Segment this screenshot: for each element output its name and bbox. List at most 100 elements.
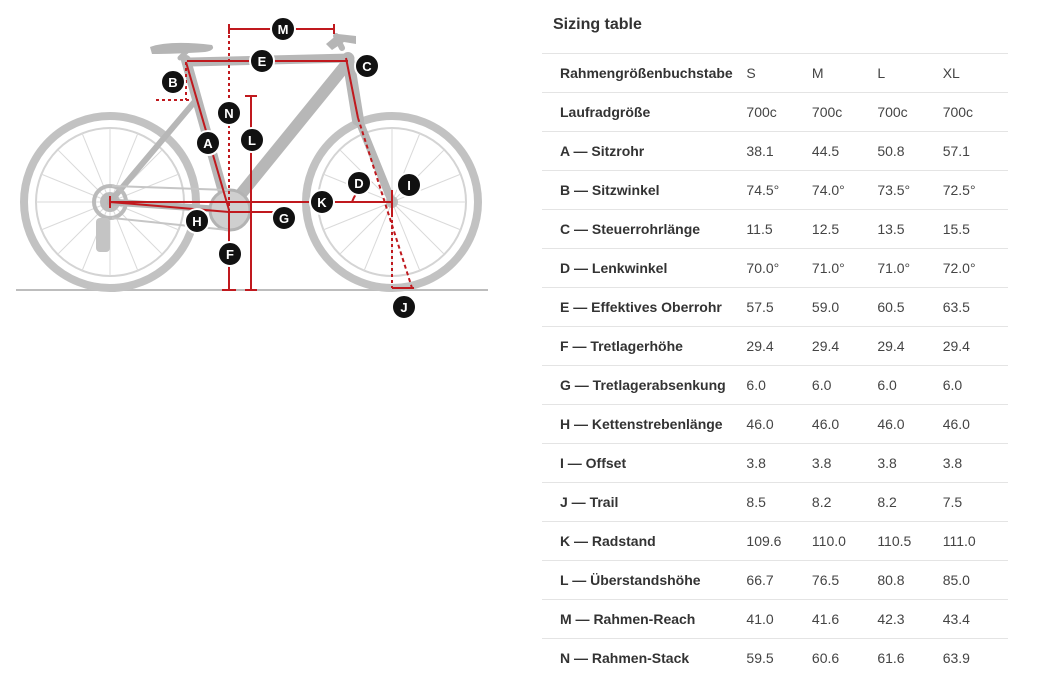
row-value-m: 6.0 bbox=[811, 365, 878, 405]
row-label: L — Überstandshöhe bbox=[542, 560, 747, 600]
table-row: C — Steuerrohrlänge 11.5 12.5 13.5 15.5 bbox=[542, 209, 1008, 249]
table-row: G — Tretlagerabsenkung 6.0 6.0 6.0 6.0 bbox=[542, 365, 1008, 405]
badge-a: A bbox=[195, 130, 221, 156]
bike-geometry-svg: M E C B N L A D bbox=[16, 16, 488, 320]
row-value-l: 110.5 bbox=[877, 521, 943, 561]
badge-b: B bbox=[160, 69, 186, 95]
table-row: Laufradgröße 700c 700c 700c 700c bbox=[542, 92, 1008, 132]
row-value-m: 46.0 bbox=[811, 404, 878, 444]
row-value-m: 29.4 bbox=[811, 326, 878, 366]
row-value-s: 66.7 bbox=[746, 560, 812, 600]
table-header-row: Rahmengrößenbuchstabe S M L XL bbox=[542, 53, 1008, 93]
badge-n: N bbox=[216, 100, 242, 126]
saddle bbox=[150, 42, 214, 54]
sizing-table: Rahmengrößenbuchstabe S M L XL Laufradgr… bbox=[542, 53, 1008, 677]
badge-n-label: N bbox=[224, 106, 233, 121]
row-value-m: 41.6 bbox=[811, 599, 878, 639]
row-value-m: 700c bbox=[811, 92, 878, 132]
row-value-l: 73.5° bbox=[877, 170, 943, 210]
row-value-m: 59.0 bbox=[811, 287, 878, 327]
row-value-s: 74.5° bbox=[746, 170, 812, 210]
row-label: F — Tretlagerhöhe bbox=[542, 326, 747, 366]
badge-h-label: H bbox=[192, 214, 201, 229]
row-value-m: 44.5 bbox=[811, 131, 878, 171]
row-value-m: 8.2 bbox=[811, 482, 878, 522]
badge-l: L bbox=[239, 127, 265, 153]
row-value-s: 8.5 bbox=[746, 482, 812, 522]
row-value-l: 42.3 bbox=[877, 599, 943, 639]
row-value-l: 13.5 bbox=[877, 209, 943, 249]
row-value-m: 71.0° bbox=[811, 248, 878, 288]
row-value-l: 50.8 bbox=[877, 131, 943, 171]
row-value-s: 59.5 bbox=[746, 638, 812, 677]
row-value-l: 61.6 bbox=[877, 638, 943, 677]
badge-h: H bbox=[184, 208, 210, 234]
badge-g: G bbox=[271, 205, 297, 231]
table-row: M — Rahmen-Reach 41.0 41.6 42.3 43.4 bbox=[542, 599, 1008, 639]
row-value-s: 3.8 bbox=[746, 443, 812, 483]
row-value-s: 46.0 bbox=[746, 404, 812, 444]
badge-j-label: J bbox=[400, 300, 407, 315]
header-label: Rahmengrößenbuchstabe bbox=[542, 53, 747, 93]
badge-f-label: F bbox=[226, 247, 234, 262]
row-value-l: 29.4 bbox=[877, 326, 943, 366]
row-value-s: 109.6 bbox=[746, 521, 812, 561]
badge-j: J bbox=[391, 294, 417, 320]
row-value-l: 46.0 bbox=[877, 404, 943, 444]
table-row: I — Offset 3.8 3.8 3.8 3.8 bbox=[542, 443, 1008, 483]
row-value-m: 76.5 bbox=[811, 560, 878, 600]
table-title: Sizing table bbox=[553, 16, 642, 33]
row-label: Laufradgröße bbox=[542, 92, 747, 132]
row-value-l: 3.8 bbox=[877, 443, 943, 483]
header-size-l: L bbox=[877, 53, 943, 93]
badge-k-label: K bbox=[317, 195, 327, 210]
badge-a-label: A bbox=[203, 136, 213, 151]
badge-e-label: E bbox=[258, 54, 267, 69]
header-size-s: S bbox=[746, 53, 812, 93]
row-label: M — Rahmen-Reach bbox=[542, 599, 747, 639]
badge-e: E bbox=[249, 48, 275, 74]
row-value-xl: 43.4 bbox=[942, 599, 1008, 639]
table-row: E — Effektives Oberrohr 57.5 59.0 60.5 6… bbox=[542, 287, 1008, 327]
header-size-m: M bbox=[811, 53, 878, 93]
row-value-xl: 7.5 bbox=[942, 482, 1008, 522]
badge-i-label: I bbox=[407, 178, 411, 193]
row-value-l: 80.8 bbox=[877, 560, 943, 600]
row-value-s: 11.5 bbox=[746, 209, 812, 249]
badge-f: F bbox=[217, 241, 243, 267]
badge-l-label: L bbox=[248, 133, 256, 148]
row-value-l: 8.2 bbox=[877, 482, 943, 522]
badge-g-label: G bbox=[279, 211, 289, 226]
row-value-l: 6.0 bbox=[877, 365, 943, 405]
row-value-xl: 46.0 bbox=[942, 404, 1008, 444]
row-value-xl: 63.5 bbox=[942, 287, 1008, 327]
row-value-m: 74.0° bbox=[811, 170, 878, 210]
badge-c: C bbox=[354, 53, 380, 79]
row-value-s: 57.5 bbox=[746, 287, 812, 327]
badge-d: D bbox=[346, 170, 372, 196]
table-row: J — Trail 8.5 8.2 8.2 7.5 bbox=[542, 482, 1008, 522]
row-value-l: 71.0° bbox=[877, 248, 943, 288]
row-value-xl: 85.0 bbox=[942, 560, 1008, 600]
badge-m: M bbox=[270, 16, 296, 42]
row-label: B — Sitzwinkel bbox=[542, 170, 747, 210]
row-label: K — Radstand bbox=[542, 521, 747, 561]
row-value-s: 38.1 bbox=[746, 131, 812, 171]
badge-b-label: B bbox=[168, 75, 177, 90]
bike-geometry-diagram: M E C B N L A D bbox=[0, 0, 500, 330]
row-value-xl: 72.0° bbox=[942, 248, 1008, 288]
row-label: A — Sitzrohr bbox=[542, 131, 747, 171]
row-value-s: 700c bbox=[746, 92, 812, 132]
row-value-m: 12.5 bbox=[811, 209, 878, 249]
row-label: J — Trail bbox=[542, 482, 747, 522]
row-value-s: 6.0 bbox=[746, 365, 812, 405]
table-row: B — Sitzwinkel 74.5° 74.0° 73.5° 72.5° bbox=[542, 170, 1008, 210]
badge-k: K bbox=[309, 189, 335, 215]
row-value-s: 70.0° bbox=[746, 248, 812, 288]
badge-c-label: C bbox=[362, 59, 372, 74]
chain bbox=[111, 185, 229, 231]
row-value-xl: 15.5 bbox=[942, 209, 1008, 249]
row-value-xl: 63.9 bbox=[942, 638, 1008, 677]
row-value-m: 110.0 bbox=[811, 521, 878, 561]
row-value-m: 60.6 bbox=[811, 638, 878, 677]
